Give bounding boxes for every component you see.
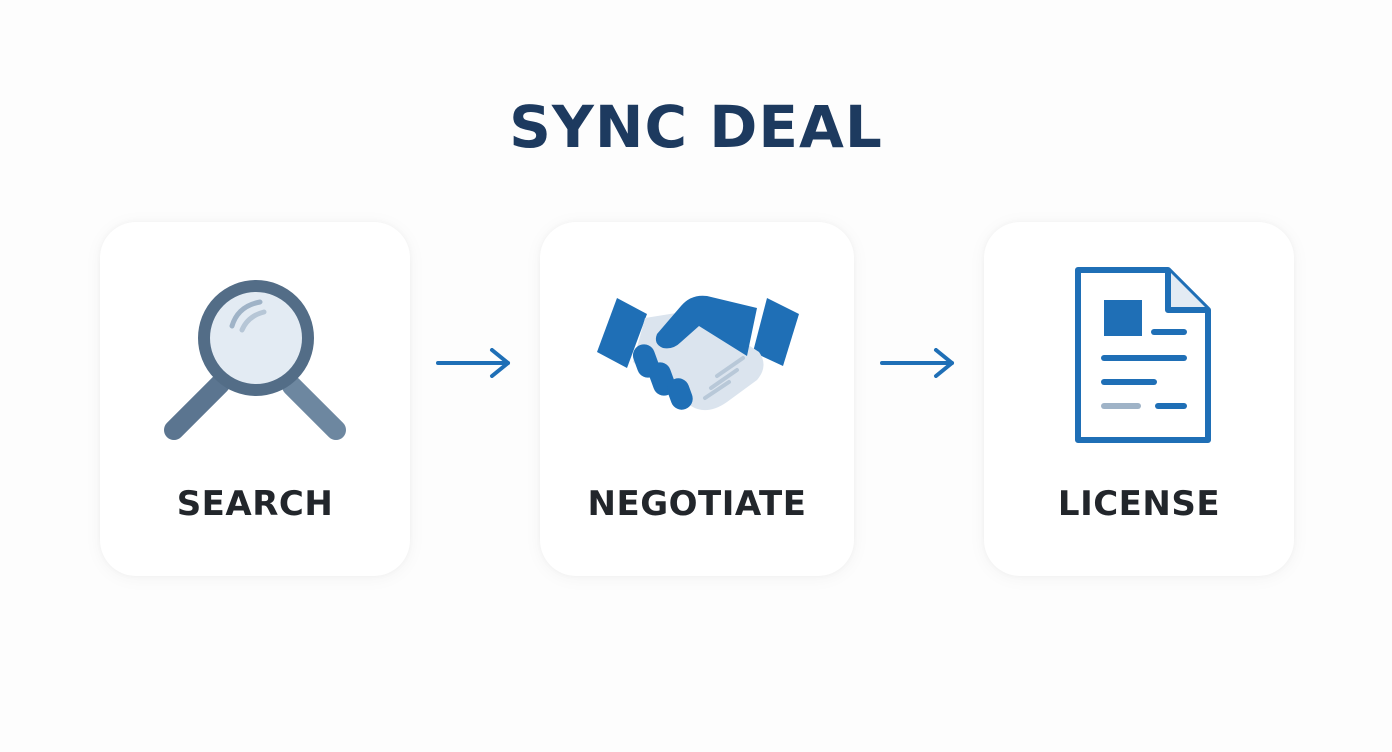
magnifying-glass-icon [100, 266, 410, 446]
step-card-negotiate: NEGOTIATE [540, 222, 854, 576]
arrow-right-icon [436, 348, 510, 378]
document-icon [984, 266, 1294, 446]
handshake-icon [540, 266, 854, 446]
step-card-search: SEARCH [100, 222, 410, 576]
step-label-license: LICENSE [1057, 484, 1221, 524]
step-label-negotiate: NEGOTIATE [587, 484, 807, 524]
diagram-title: SYNC DEAL [509, 93, 883, 161]
step-label-search: SEARCH [176, 484, 334, 524]
arrow-right-icon [880, 348, 954, 378]
step-card-license: LICENSE [984, 222, 1294, 576]
